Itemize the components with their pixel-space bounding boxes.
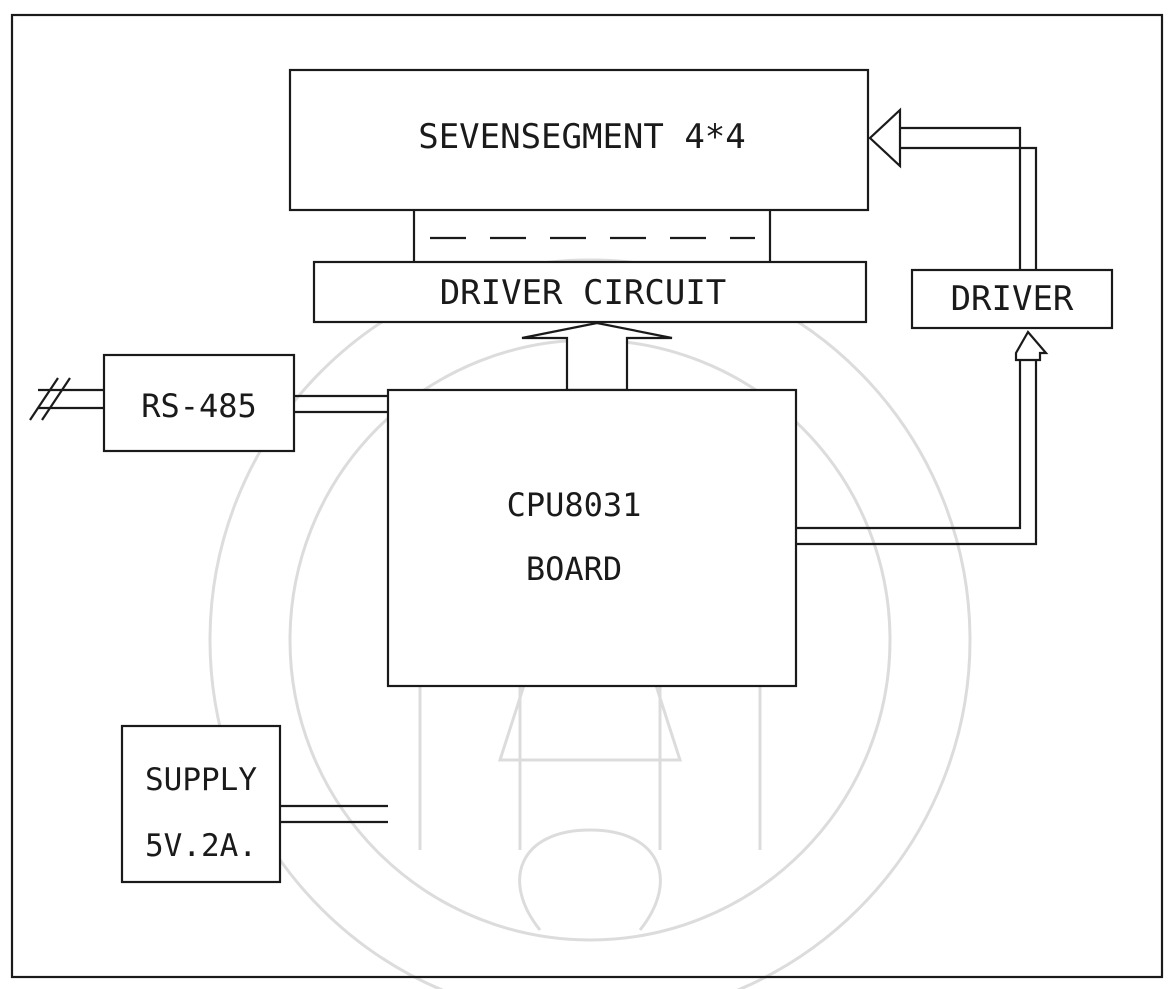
rs485-label: RS-485 <box>141 387 257 425</box>
seven-segment-label: SEVENSEGMENT 4*4 <box>418 117 746 157</box>
seven-segment-block: SEVENSEGMENT 4*4 <box>288 68 870 212</box>
driver-circuit-label: DRIVER CIRCUIT <box>440 273 727 313</box>
driver-label: DRIVER <box>951 279 1074 319</box>
cpu-board-label-line2: BOARD <box>526 550 622 588</box>
driver-block: DRIVER <box>910 268 1114 330</box>
supply-label-line1: SUPPLY <box>145 762 257 798</box>
wide-arrow-cpu-to-driver-circuit <box>521 321 673 392</box>
driver-input-arrow <box>1014 330 1049 362</box>
display-bus <box>412 210 772 262</box>
outer-frame <box>10 13 1164 979</box>
display-input-arrow <box>868 107 902 169</box>
cpu-board-block: CPU8031 BOARD <box>386 388 798 688</box>
rs485-block: RS-485 <box>102 353 296 453</box>
rs485-to-cpu-link <box>294 394 388 414</box>
supply-to-cpu-link <box>280 804 388 824</box>
supply-label-line2: 5V.2A. <box>145 828 257 864</box>
rs485-external-line <box>29 377 104 421</box>
cpu-to-driver-link <box>796 330 1049 546</box>
supply-block: SUPPLY 5V.2A. <box>120 724 282 884</box>
driver-to-display-link <box>868 107 1038 270</box>
cpu-board-label-line1: CPU8031 <box>507 486 642 524</box>
driver-circuit-block: DRIVER CIRCUIT <box>312 260 868 324</box>
